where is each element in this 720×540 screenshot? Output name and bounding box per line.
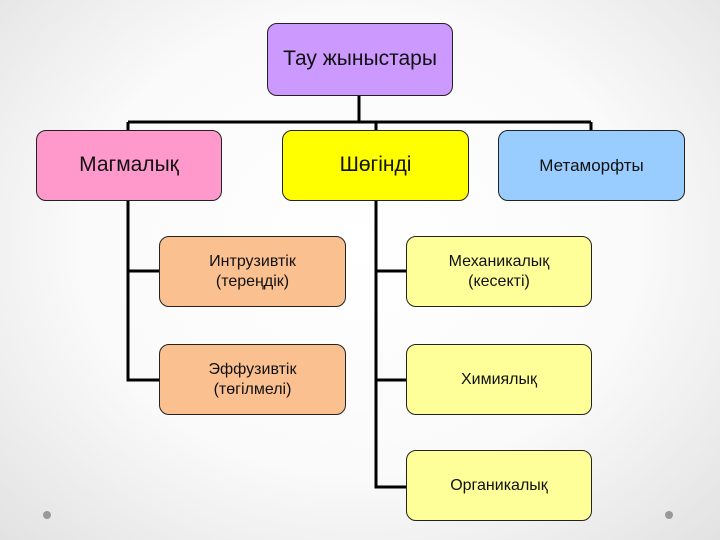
node-chemical: Химиялық: [406, 344, 592, 415]
node-label: Магмалық: [79, 153, 179, 177]
node-mechanical: Механикалық (кесекті): [406, 236, 592, 307]
node-sedimentary: Шөгінді: [282, 130, 469, 201]
node-label: Органикалық: [450, 476, 548, 494]
decorative-dot-left: [43, 511, 51, 519]
node-metamorphic: Метаморфты: [498, 130, 685, 201]
node-label: Шөгінді: [339, 153, 412, 177]
node-label: Метаморфты: [539, 155, 644, 175]
node-label: Эффузивтік (төгілмелі): [208, 360, 297, 398]
node-label: Интрузивтік (тереңдік): [209, 252, 296, 290]
node-effusive: Эффузивтік (төгілмелі): [159, 344, 346, 415]
node-magmatic: Магмалық: [36, 130, 222, 201]
node-organic: Органикалық: [406, 450, 592, 521]
decorative-dot-right: [665, 511, 673, 519]
node-intrusive: Интрузивтік (тереңдік): [159, 236, 346, 307]
node-label: Механикалық (кесекті): [448, 252, 550, 290]
root-node: Тау жыныстары: [267, 23, 453, 96]
node-label: Химиялық: [460, 370, 538, 388]
root-label: Тау жыныстары: [283, 47, 437, 71]
